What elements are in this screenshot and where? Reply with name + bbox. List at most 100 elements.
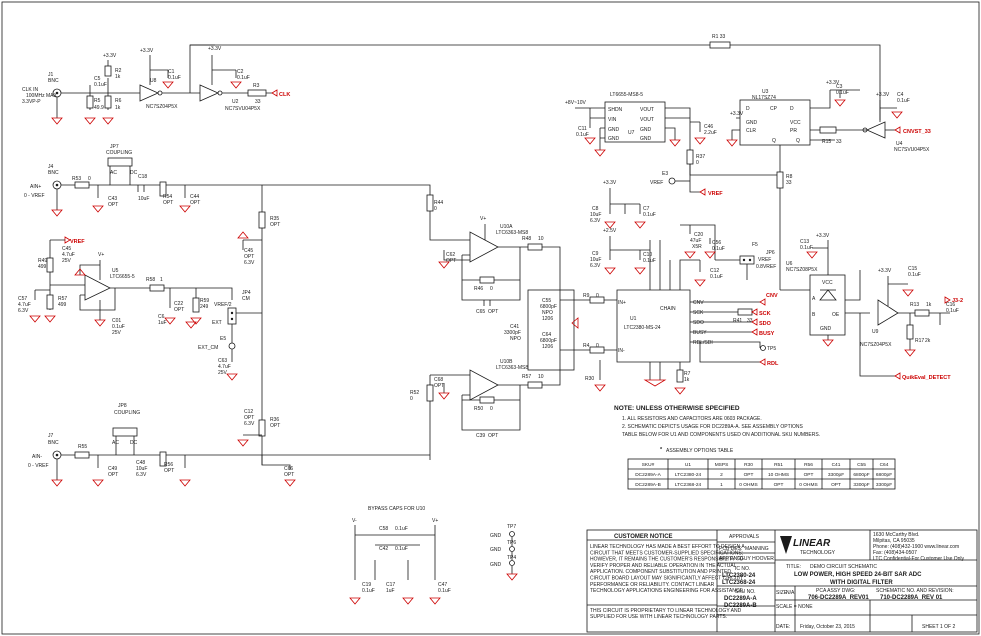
svg-text:OPT: OPT [446, 258, 456, 264]
bypass-c19-value: 0.1uF [362, 588, 375, 594]
u6-part: NC7SZ08P5X [786, 267, 818, 273]
clock-input-section: J1 BNC CLK IN 100MHz MAX 3.3VP-P C5 0.1u… [22, 44, 290, 125]
svg-text:0.1uF: 0.1uF [643, 212, 656, 218]
supply-vminus-a: V- [352, 518, 357, 524]
table-cell: OPT [744, 472, 754, 478]
table-cell: LTC2368-24 [675, 482, 702, 488]
jp8-ref: JP8 [118, 403, 127, 409]
svg-text:VIN: VIN [608, 117, 617, 123]
r59-value: 249 [200, 304, 209, 310]
r9-label: R9 [583, 293, 590, 299]
table-cell: 6800pF [876, 472, 892, 478]
u8-part: NC7SZ04P5X [146, 104, 178, 110]
r52-value: 0 [410, 396, 413, 402]
j7-ref: J7 [48, 433, 54, 439]
table-header-cell: MSPS [715, 462, 729, 468]
jp4-title: CM [242, 296, 250, 302]
svg-text:D: D [746, 106, 750, 112]
r5-value: 49.9 [94, 105, 104, 111]
bypass-c17-value: 1uF [386, 588, 395, 594]
j1-spec2: 3.3VP-P [22, 99, 41, 105]
table-cell: OPT [831, 482, 841, 488]
date-label: DATE: [776, 624, 790, 630]
svg-text:R57: R57 [522, 374, 531, 380]
net-ext: EXT [212, 320, 222, 326]
notice-lines-line: HOWEVER, IT REMAINS THE CUSTOMER'S RESPO… [590, 557, 743, 563]
table-header-cell: R30 [744, 462, 753, 468]
r46-label: R46 [474, 286, 483, 292]
svg-text:GND: GND [608, 136, 620, 142]
table-cell: LTC2380-24 [675, 472, 702, 478]
j7-signal: AIN- [32, 454, 42, 460]
svg-text:OPT: OPT [190, 200, 200, 206]
r46-value: 0 [490, 286, 493, 292]
jp7-ref: JP7 [110, 144, 119, 150]
r13-label: R13 [910, 302, 919, 308]
j1-type: BNC [48, 78, 59, 84]
r17-value: 2k [925, 338, 931, 344]
svg-text:C22: C22 [174, 301, 183, 307]
svg-text:C7: C7 [643, 206, 650, 212]
svg-text:6.3V: 6.3V [590, 218, 601, 224]
u3-ref: U3 [762, 89, 769, 95]
addr-lines-line: Milpitas, CA 95035 [873, 538, 915, 544]
svg-text:IN-: IN- [618, 348, 625, 354]
jp7-ac: AC [110, 170, 117, 176]
svg-text:C46: C46 [704, 124, 713, 130]
r37-value: 0 [696, 160, 699, 166]
proprietary-text-2: SUPPLIED FOR USE WITH LINEAR TECHNOLOGY … [590, 614, 727, 620]
ain-minus-section: J7 BNC AIN- 0 - VREF R55 C49 OPT JP8 COU… [28, 403, 430, 487]
jp6-title: VREF [758, 257, 771, 263]
addr-lines-line: Fax: (408)434-0507 [873, 550, 917, 556]
svg-text:25V: 25V [112, 330, 122, 336]
r7-value: 1k [684, 377, 690, 383]
notes-block: NOTE: UNLESS OTHERWISE SPECIFIED 1. ALL … [614, 405, 820, 454]
r36-value: OPT [270, 423, 280, 429]
addr-lines-line: LTC Confidential-For Customer Use Only [873, 556, 965, 562]
svg-text:C63: C63 [218, 358, 227, 364]
svg-text:C18: C18 [138, 174, 147, 180]
svg-text:GND: GND [640, 127, 652, 133]
svg-text:RDL/SDI: RDL/SDI [693, 340, 713, 346]
u7-reference: LT6655-MS8-5 SHDN VIN GND GND VOUT VOUT … [565, 92, 723, 197]
u3-flipflop: U3 NL17SZ74 D CP D GND VCC CLR PR Q Q R1… [689, 80, 880, 290]
svg-text:GND: GND [820, 326, 832, 332]
u1-part: LTC2380-MS-24 [624, 325, 661, 331]
r49-value: 499 [38, 264, 47, 270]
u7-ref: U7 [628, 130, 635, 136]
notes-title: NOTE: UNLESS OTHERWISE SPECIFIED [614, 405, 740, 412]
r37-label: R37 [696, 154, 705, 160]
r1-label: R1 33 [712, 34, 726, 40]
u10b-part: LTC6363-MS8 [496, 365, 528, 371]
svg-text:C6: C6 [158, 314, 165, 320]
jp7-title: COUPLING [106, 150, 132, 156]
svg-text:1uF: 1uF [158, 320, 167, 326]
svg-text:C10: C10 [643, 252, 652, 258]
svg-text:*: * [660, 447, 663, 453]
sku-1: DC2289A-A [724, 596, 757, 602]
table-cell: 10 OHMS [768, 472, 789, 478]
pcb-des-label: PCB DES. [719, 546, 742, 552]
notice-lines-line: APPLICATION. COMPONENT SUBSTITUTION AND … [590, 569, 731, 575]
svg-text:C01: C01 [112, 318, 121, 324]
table-header-cell: SKU# [642, 462, 655, 468]
table-cell: 0 OHMS [739, 482, 757, 488]
app-eng-label: APP ENG. [719, 556, 743, 562]
j4-ref: J4 [48, 164, 54, 170]
jp7-dc: DC [130, 170, 138, 176]
net-cnv: CNV [766, 293, 778, 299]
svg-text:SHDN: SHDN [608, 107, 623, 113]
supply-33-h: +3.3V [816, 233, 830, 239]
app-eng-name: GUY HOOVER [740, 556, 774, 562]
svg-text:6800pF: 6800pF [540, 304, 557, 310]
r58-label: R58 [146, 277, 155, 283]
svg-text:0.1uF: 0.1uF [94, 82, 107, 88]
r48-label: R48 [522, 236, 531, 242]
svg-text:OPT: OPT [488, 433, 498, 439]
company-name: LINEAR [793, 538, 831, 549]
r36-label: R36 [270, 417, 279, 423]
table-header-cell: R51 [774, 462, 783, 468]
u10b-ref: U10B [500, 359, 513, 365]
u2-part: NC7SVU04P5X [225, 106, 261, 112]
